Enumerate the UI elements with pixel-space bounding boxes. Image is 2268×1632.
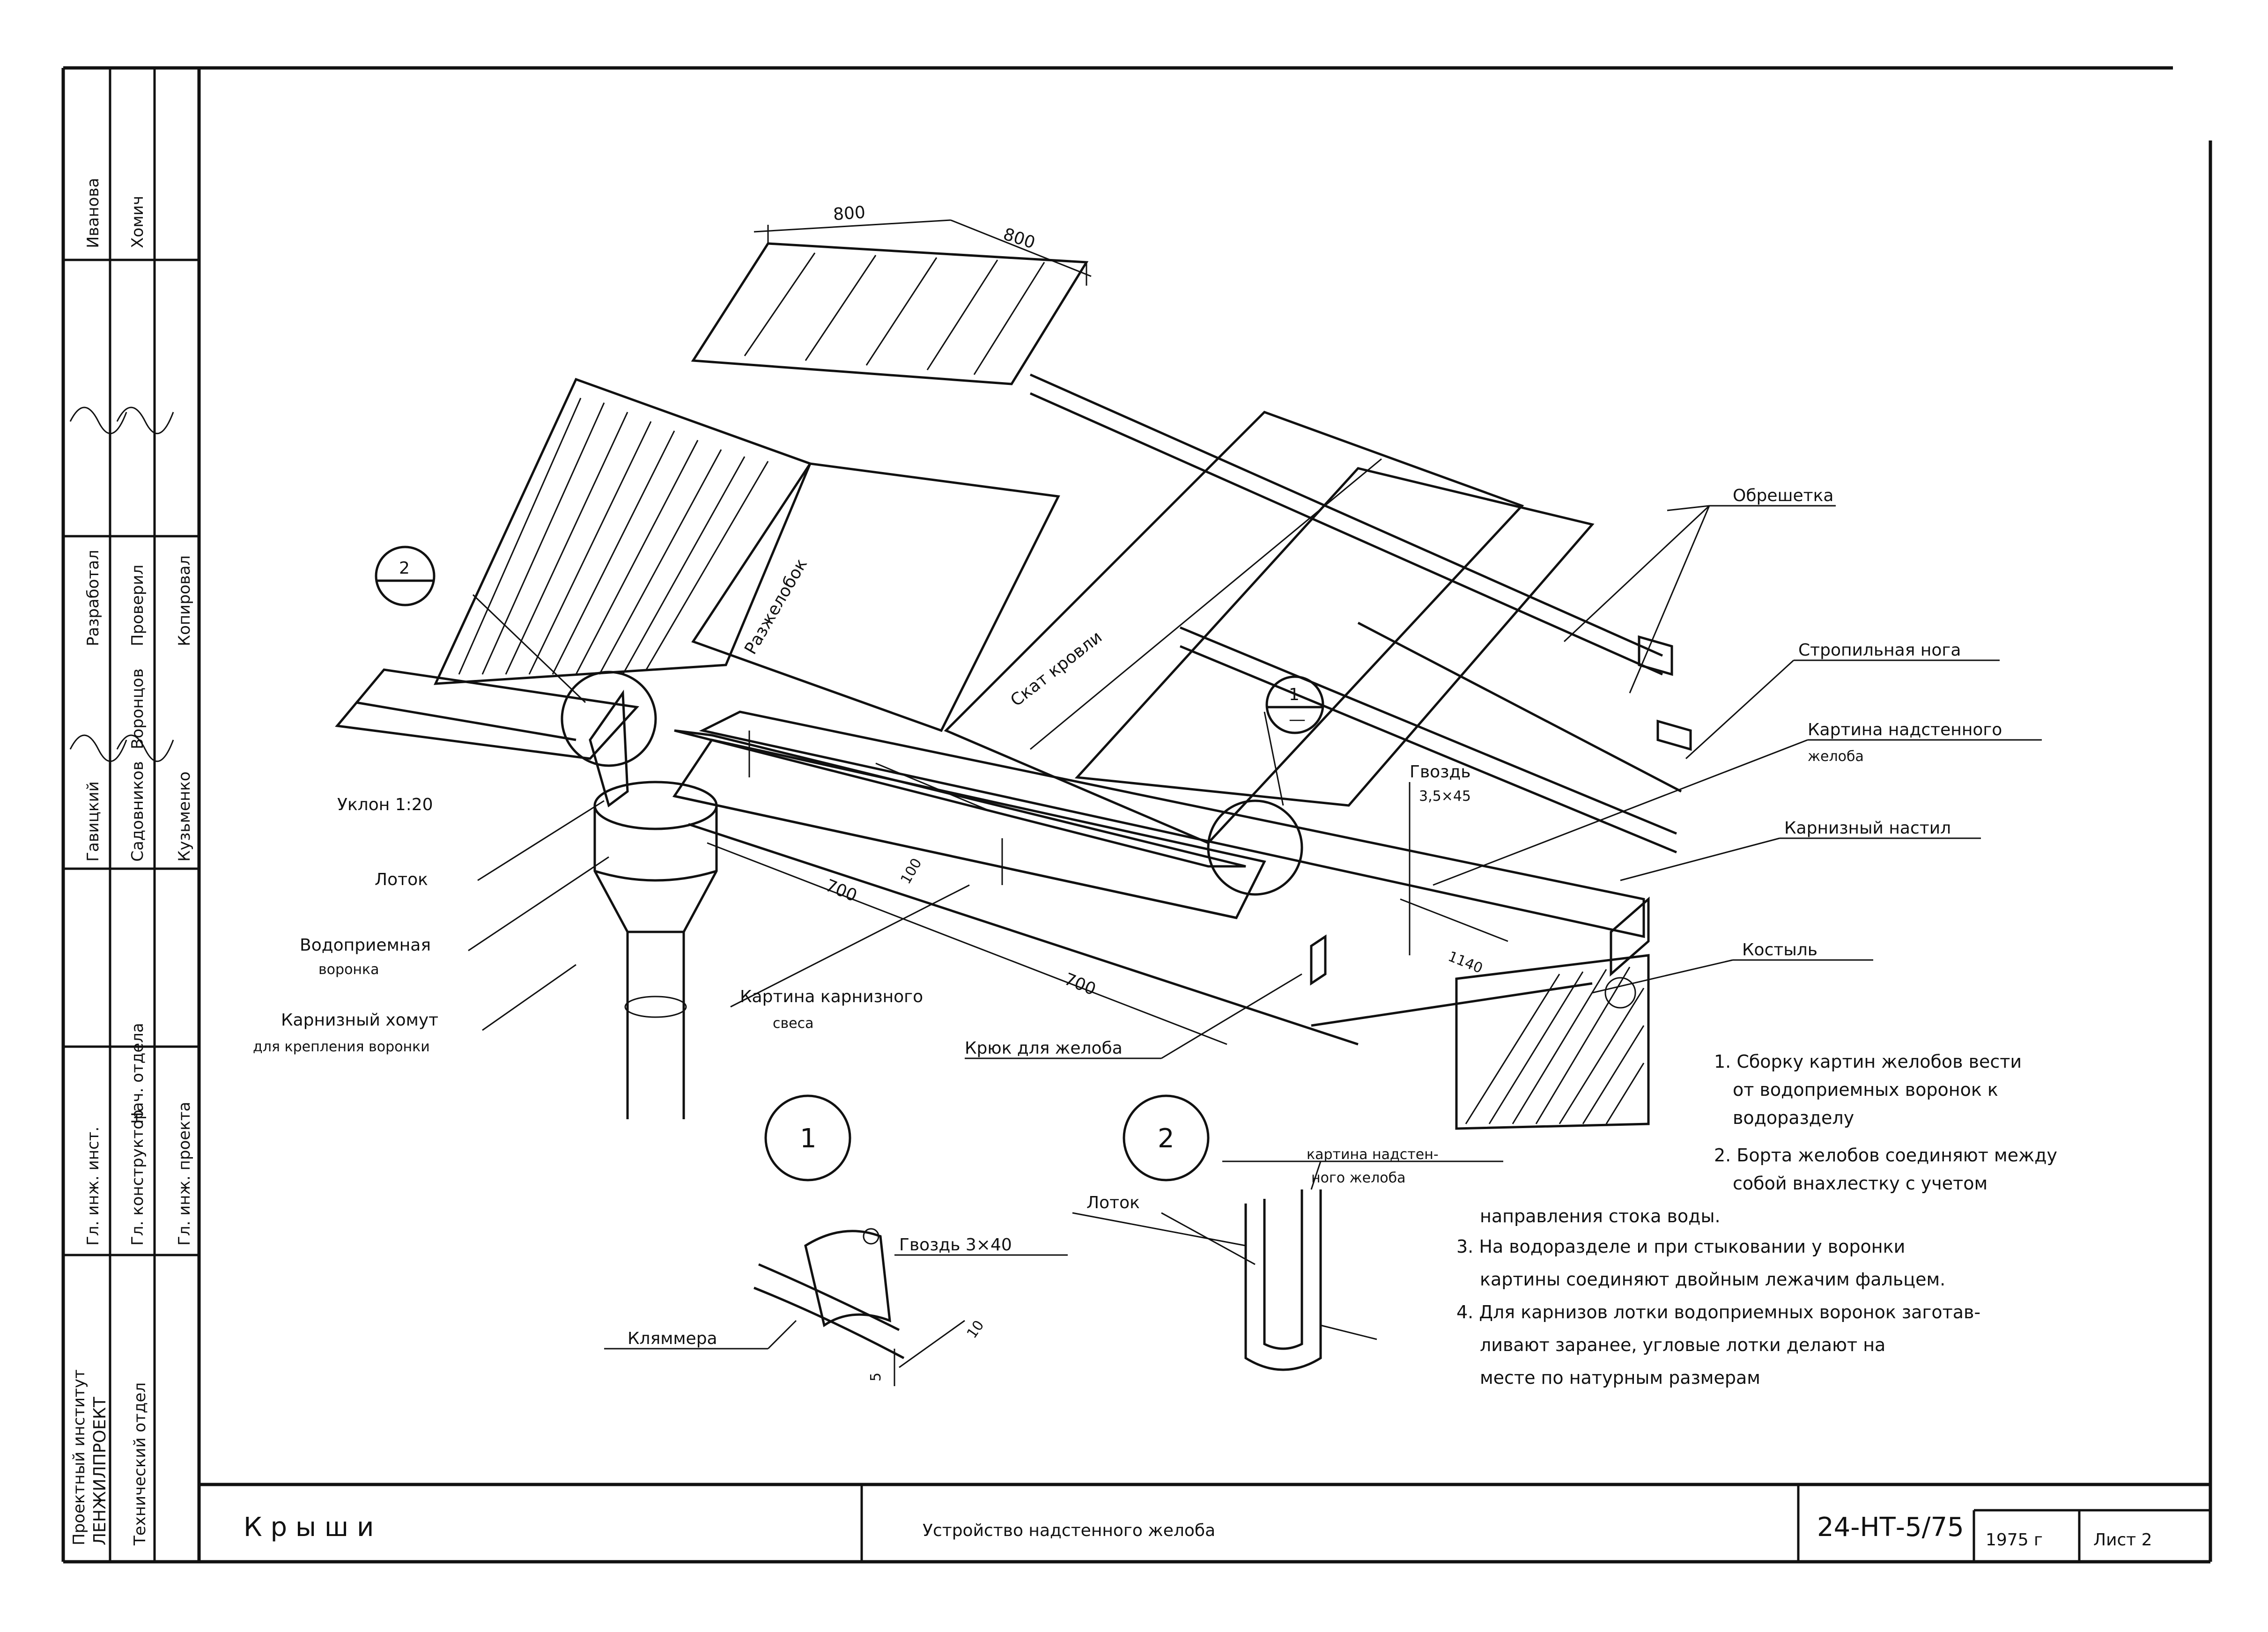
title-year: 1975 г (1986, 1530, 2043, 1550)
sheet-frame (61, 66, 2212, 1564)
stamp-column: Гл. инж. инст. Гл. конструктор Нач. отде… (69, 178, 194, 1546)
stamp-institute-name: ЛЕНЖИЛПРОЕКТ (90, 1396, 110, 1545)
label-voronka: воронка (318, 961, 379, 978)
label-skat-krovli: Скат кровли (1007, 628, 1106, 710)
note-line: ливают заранее, угловые лотки делают на (1480, 1335, 1885, 1355)
stamp-role: Гл. конструктор (128, 1109, 147, 1246)
label-kryuk: Крюк для желоба (965, 1039, 1123, 1058)
dim-700-a: 700 (823, 876, 860, 906)
note-line: картины соединяют двойным лежачим фальце… (1480, 1269, 1945, 1290)
stamp-role: Разработал (84, 550, 103, 646)
stamp-role: Нач. отдела (128, 1023, 147, 1124)
label-stropilnaya-noga: Стропильная нога (1798, 641, 1961, 660)
dim-1140: 1140 (1446, 948, 1485, 977)
main-labels: 800 800 Обрешетка Стропильная нога Карти… (253, 203, 2002, 1058)
note-line: месте по натурным размерам (1480, 1367, 1760, 1388)
label-kostyl: Костыль (1742, 940, 1817, 960)
label-karniznyi-khomut: Карнизный хомут (281, 1011, 438, 1030)
stamp-role: Гл. инж. инст. (84, 1127, 103, 1246)
label-karniznyi-nastil: Карнизный настил (1784, 819, 1951, 838)
label-zheloba: желоба (1808, 748, 1864, 765)
callout-2-top: 2 (399, 559, 410, 578)
note-line: собой внахлестку с учетом (1733, 1173, 1987, 1194)
label-klyamera: Кляммера (628, 1329, 717, 1348)
dim-700-b: 700 (1062, 969, 1099, 999)
stamp-role: Гл. инж. проекта (175, 1102, 194, 1246)
stamp-name: Садовников (128, 761, 147, 862)
detail-1-drawing (604, 1094, 1068, 1386)
signature-mark (69, 406, 127, 435)
detail-labels: 1 2 Кляммера Гвоздь 3×40 5 10 Лоток карт… (628, 1123, 1439, 1381)
label-vodopriemnaya: Водоприемная (300, 936, 431, 955)
label-uklon: Уклон 1:20 (337, 795, 433, 814)
label-obreshetka: Обрешетка (1733, 486, 1833, 505)
note-line: 3. На водоразделе и при стыковании у вор… (1456, 1236, 1905, 1257)
label-gvozd: Гвоздь (1410, 762, 1470, 782)
dim-800-a: 800 (833, 203, 866, 224)
dim-800-b: 800 (1001, 225, 1037, 253)
label-kartina-nadsten: картина надстен- (1307, 1146, 1439, 1163)
stamp-name: Кузьменко (175, 771, 194, 862)
note-line: 1. Сборку картин желобов вести (1714, 1051, 2022, 1072)
label-gvozd-3x40: Гвоздь 3×40 (899, 1235, 1012, 1255)
dim-10: 10 (964, 1317, 988, 1341)
detail-2-number: 2 (1158, 1123, 1175, 1154)
title-block: К р ы ш и Устройство надстенного желоба … (244, 1512, 2152, 1550)
stamp-institute: Проектный институт (70, 1369, 89, 1545)
label-lotok: Лоток (375, 870, 428, 889)
title-sheet: Лист 2 (2093, 1530, 2152, 1550)
title-section: К р ы ш и (244, 1512, 374, 1543)
detail-2-circle (1123, 1094, 1210, 1182)
label-dlya-krepleniya: для крепления воронки (253, 1039, 430, 1055)
signature-mark (116, 734, 174, 762)
isometric-roof-drawing (335, 219, 2042, 1130)
detail-2-drawing (1072, 1094, 1503, 1371)
label-gvozd-size: 3,5×45 (1419, 788, 1471, 805)
stamp-department: Технический отдел (131, 1382, 149, 1546)
stamp-name: Иванова (84, 178, 103, 248)
note-line: водоразделу (1733, 1108, 1854, 1128)
note-line: направления стока воды. (1480, 1206, 1721, 1226)
note-line: от водоприемных воронок к (1733, 1079, 1998, 1100)
note-line: 2. Борта желобов соединяют между (1714, 1145, 2057, 1166)
detail-1-circle (764, 1094, 851, 1182)
label-svesa: свеса (773, 1015, 814, 1032)
callout-1-bottom: — (1289, 710, 1306, 729)
title-drawing: Устройство надстенного желоба (923, 1521, 1215, 1540)
title-code: 24-НТ-5/75 (1817, 1512, 1964, 1543)
label-nogo-zheloba: ного желоба (1311, 1170, 1406, 1186)
callout-2-circle (375, 546, 436, 606)
stamp-name: Гавицкий (84, 781, 103, 862)
dim-5: 5 (868, 1373, 884, 1381)
label-lotok-detail: Лоток (1086, 1193, 1140, 1212)
stamp-role: Проверил (128, 565, 147, 646)
callout-1-circle (1265, 675, 1324, 734)
label-kartina-nadstennogo: Картина надстенного (1808, 720, 2002, 739)
callout-1-top: 1 (1289, 685, 1300, 704)
notes-block: 1. Сборку картин желобов вести от водопр… (1456, 1051, 2057, 1388)
stamp-name: Воронцов (128, 668, 147, 749)
stamp-name: Хомич (128, 196, 147, 248)
signature-mark (116, 406, 174, 435)
dim-100: 100 (898, 856, 925, 887)
label-kartina-karniznogo: Картина карнизного (740, 987, 923, 1006)
signature-mark (69, 734, 127, 762)
note-line: 4. Для карнизов лотки водоприемных ворон… (1456, 1302, 1980, 1322)
stamp-role: Копировал (175, 555, 194, 646)
detail-1-number: 1 (800, 1123, 817, 1154)
